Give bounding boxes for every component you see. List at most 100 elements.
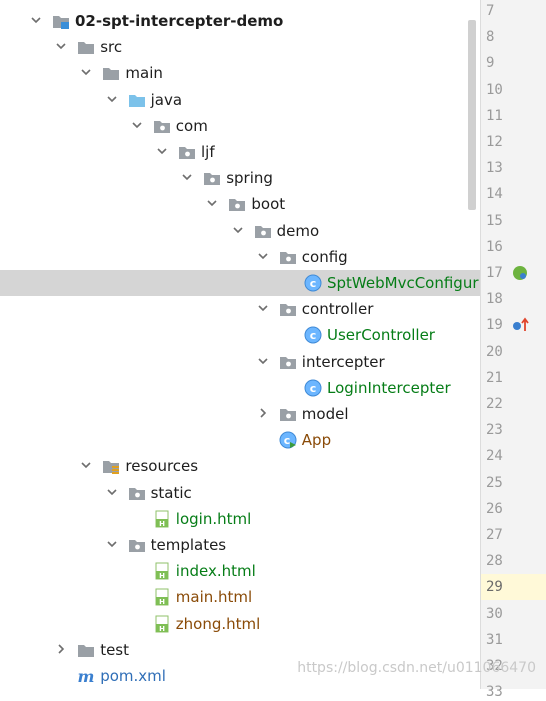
package-icon (153, 117, 171, 135)
tree-item-demo[interactable]: demo (0, 218, 480, 244)
svg-text:H: H (159, 625, 165, 633)
project-tree[interactable]: 02-spt-intercepter-demo src main java com ljf… (0, 0, 480, 689)
package-icon (279, 405, 297, 423)
tree-item-label: zhong.html (175, 614, 261, 633)
line-number: 25 (486, 474, 503, 491)
tree-item-test[interactable]: test (0, 637, 480, 663)
chevron-down-icon[interactable] (156, 145, 168, 157)
line-number: 32 (486, 658, 503, 674)
tree-item-label: config (301, 247, 348, 266)
tree-item-intercepter[interactable]: intercepter (0, 349, 480, 375)
tree-item-java[interactable]: java (0, 87, 480, 113)
folder-icon (77, 641, 95, 659)
spring-bean-icon[interactable] (512, 265, 528, 285)
tree-item-loginintercepter[interactable]: c LoginIntercepter (0, 375, 480, 401)
tree-item-templates[interactable]: templates (0, 532, 480, 558)
override-method-icon[interactable] (512, 317, 534, 337)
tree-item-model[interactable]: model (0, 401, 480, 427)
tree-item-label: java (150, 90, 183, 109)
tree-item-label: test (100, 640, 129, 659)
tree-item-src[interactable]: src (0, 34, 480, 60)
chevron-down-icon[interactable] (206, 197, 218, 209)
tree-item-controller[interactable]: controller (0, 296, 480, 322)
package-icon (128, 484, 146, 502)
chevron-down-icon[interactable] (257, 302, 269, 314)
line-number: 21 (486, 369, 503, 386)
line-number: 26 (486, 500, 503, 517)
tree-item-label: static (150, 483, 192, 502)
tree-item-label: controller (301, 300, 374, 319)
tree-item-ljf[interactable]: ljf (0, 139, 480, 165)
source-folder-icon (128, 91, 146, 109)
line-number: 12 (486, 134, 503, 150)
chevron-down-icon[interactable] (257, 355, 269, 367)
chevron-down-icon[interactable] (30, 14, 42, 26)
tree-item-label: index.html (175, 562, 256, 581)
tree-item-label: demo (276, 221, 320, 240)
tree-item-label: com (175, 116, 208, 135)
html-file-icon: H (153, 615, 171, 633)
line-number: 33 (486, 684, 503, 701)
line-number: 9 (486, 55, 495, 72)
line-number: 24 (486, 448, 503, 465)
editor-gutter (480, 0, 546, 689)
svg-text:H: H (159, 520, 165, 528)
chevron-right-icon[interactable] (55, 643, 67, 655)
package-icon (203, 169, 221, 187)
tree-item-boot[interactable]: boot (0, 191, 480, 217)
tree-item-label: LoginIntercepter (327, 378, 451, 397)
tree-item-label: resources (125, 457, 199, 476)
chevron-down-icon[interactable] (106, 93, 118, 105)
package-icon (254, 222, 272, 240)
chevron-down-icon[interactable] (80, 66, 92, 78)
tree-item-label: 02-spt-intercepter-demo (75, 12, 284, 30)
scrollbar-thumb[interactable] (468, 20, 476, 210)
svg-text:H: H (159, 598, 165, 606)
chevron-down-icon[interactable] (232, 224, 244, 236)
tree-item-label: ljf (201, 143, 215, 161)
line-number: 23 (486, 422, 503, 439)
chevron-down-icon[interactable] (106, 538, 118, 550)
package-icon (228, 195, 246, 213)
line-number: 29 (486, 579, 503, 596)
tree-item-com[interactable]: com (0, 113, 480, 139)
class-icon: c (304, 274, 322, 292)
tree-item-static[interactable]: static (0, 480, 480, 506)
svg-text:H: H (159, 572, 165, 580)
tree-item-spring[interactable]: spring (0, 165, 480, 191)
chevron-down-icon[interactable] (131, 119, 143, 131)
tree-item-label: intercepter (301, 352, 385, 371)
tree-item-02-spt-intercepter-demo[interactable]: 02-spt-intercepter-demo (0, 8, 480, 34)
svg-text:m: m (78, 667, 95, 685)
html-file-icon: H (153, 562, 171, 580)
package-icon (128, 536, 146, 554)
tree-item-config[interactable]: config (0, 244, 480, 270)
line-number: 11 (486, 107, 503, 124)
chevron-down-icon[interactable] (257, 250, 269, 262)
chevron-right-icon[interactable] (257, 407, 269, 419)
line-number: 15 (486, 212, 503, 229)
app-class-icon: c (279, 431, 297, 449)
chevron-down-icon[interactable] (55, 40, 67, 52)
tree-item-label: src (100, 38, 123, 57)
chevron-down-icon[interactable] (80, 459, 92, 471)
chevron-down-icon[interactable] (181, 171, 193, 183)
tree-item-resources[interactable]: resources (0, 453, 480, 479)
line-number: 31 (486, 631, 503, 648)
module-icon (52, 12, 70, 30)
line-number: 14 (486, 186, 503, 203)
chevron-down-icon[interactable] (106, 486, 118, 498)
package-icon (279, 353, 297, 371)
svg-text:c: c (310, 382, 317, 395)
line-number: 20 (486, 343, 503, 360)
package-icon (279, 248, 297, 266)
tree-item-main[interactable]: main (0, 60, 480, 86)
